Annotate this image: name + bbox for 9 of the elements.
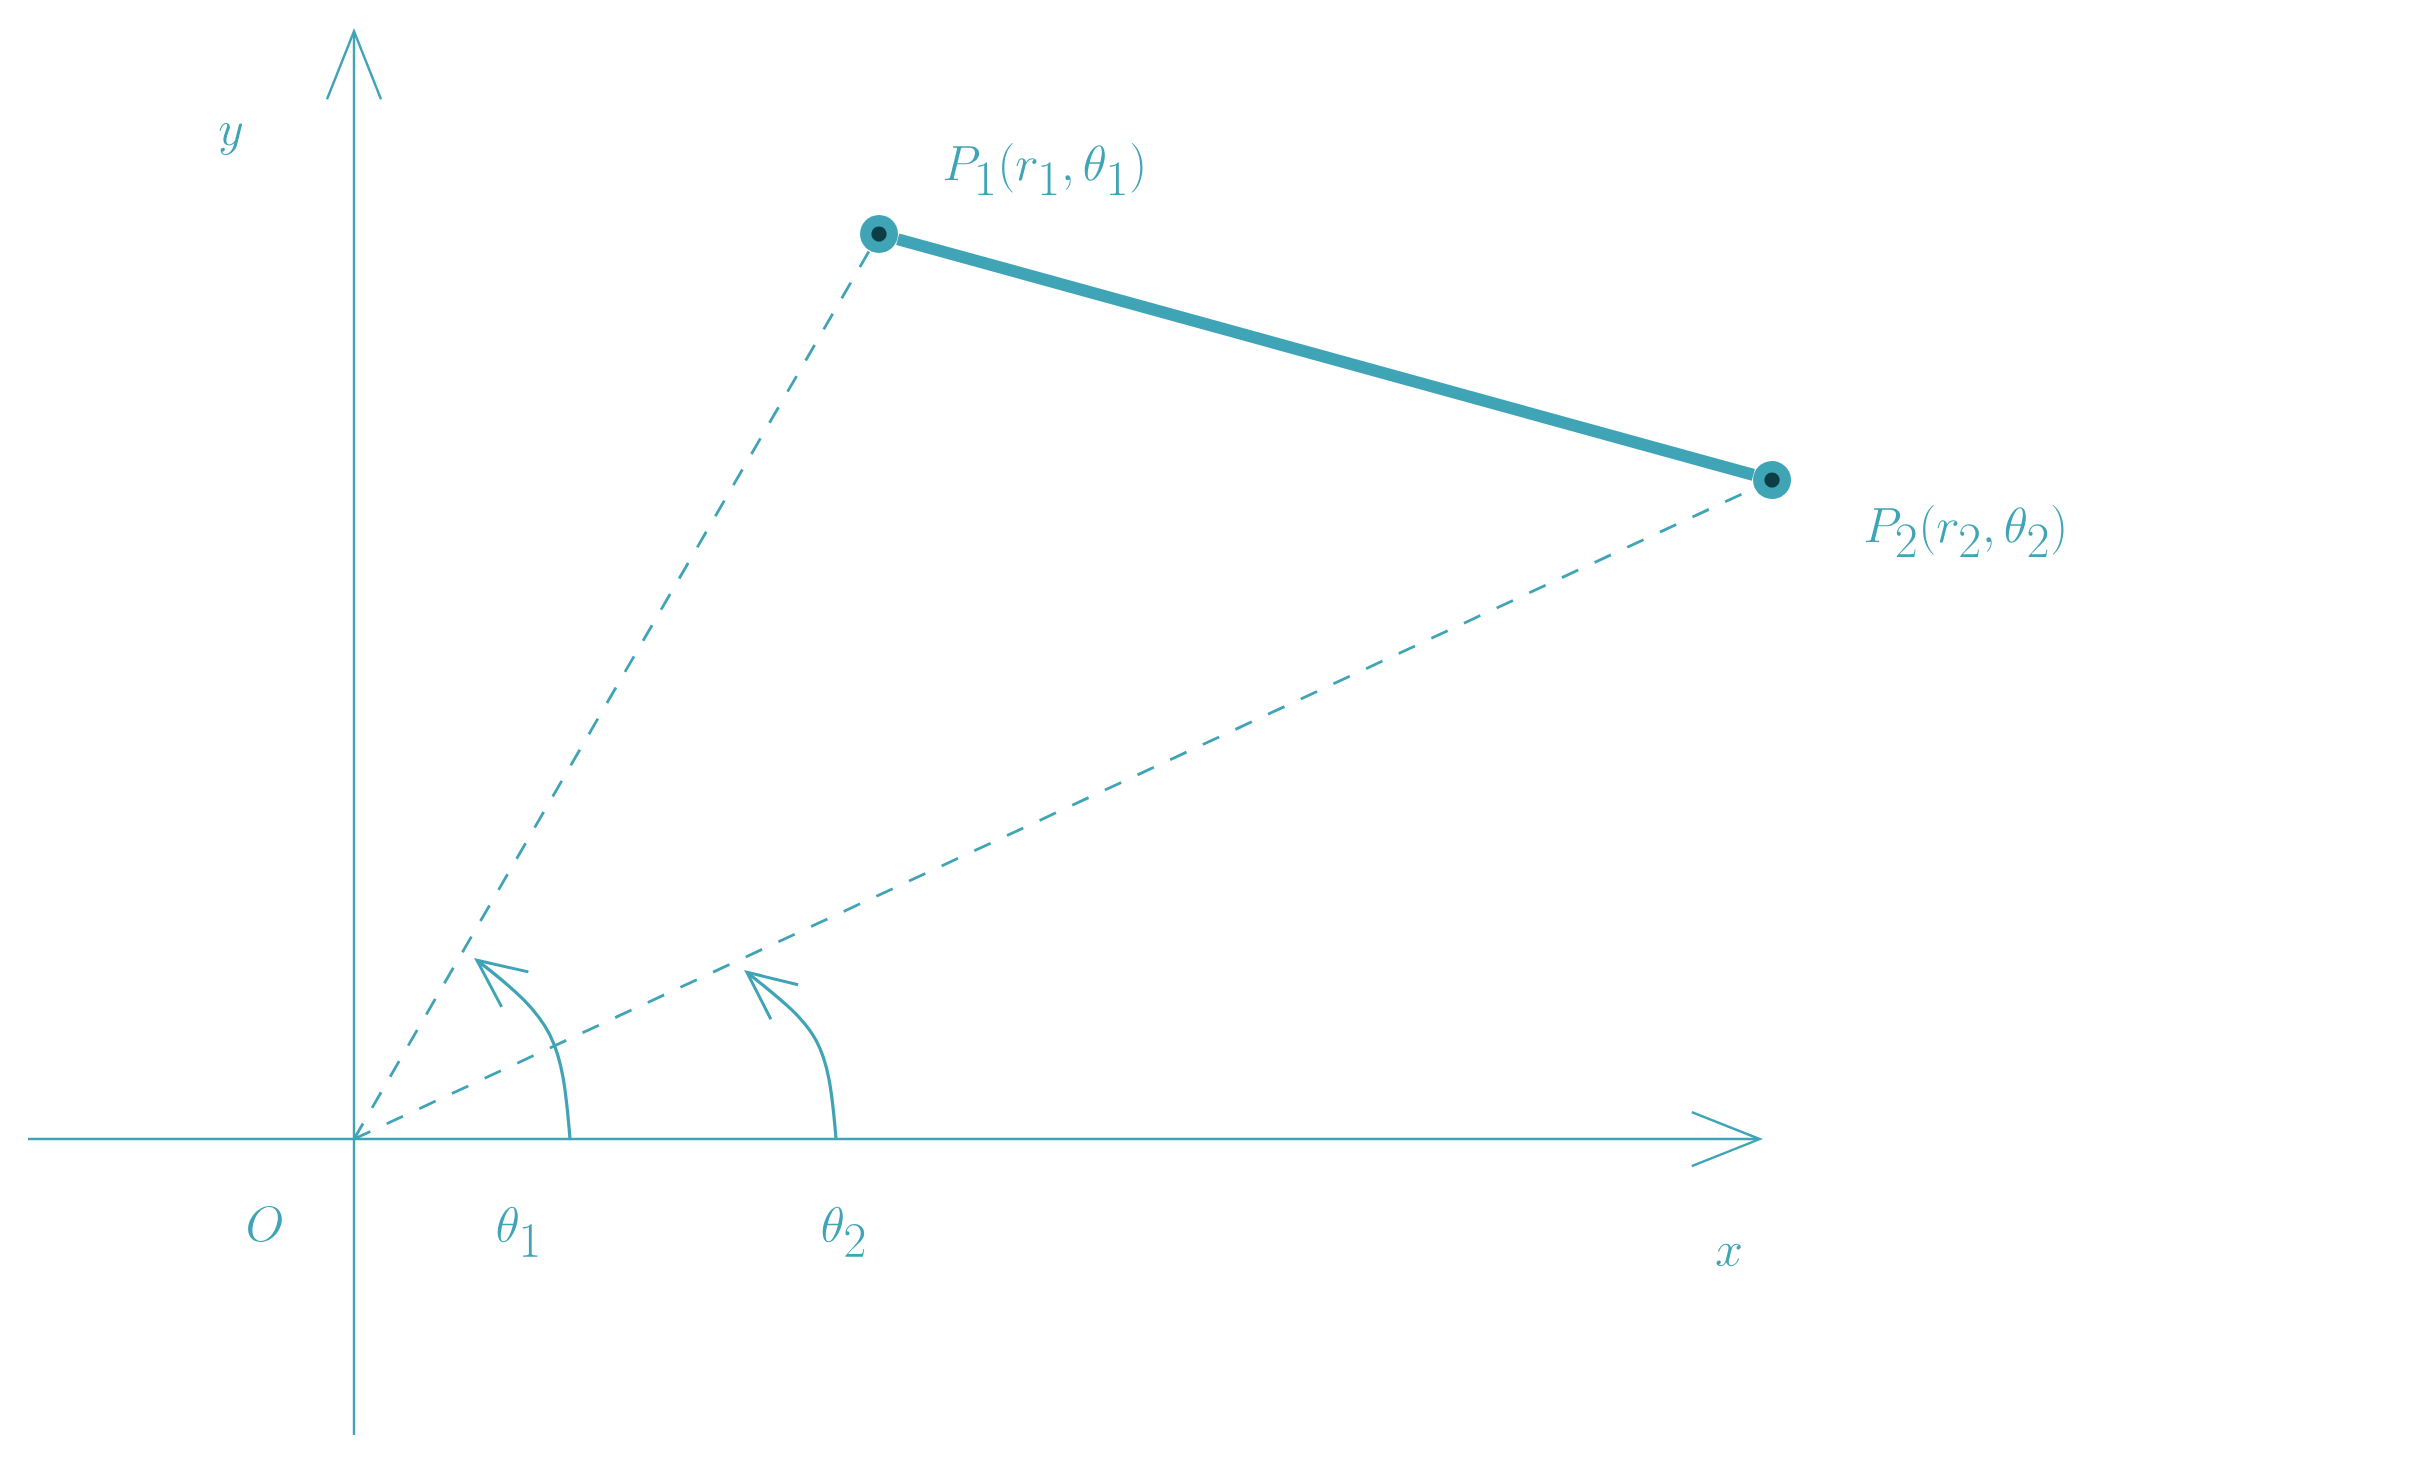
point-label: $P_1(r_1,\theta_1)$ xyxy=(944,142,1143,196)
line-segment xyxy=(896,233,1755,481)
angle-label: $\theta_2$ xyxy=(822,1206,865,1257)
origin-label: $O$ xyxy=(248,1206,282,1243)
dashed-line xyxy=(352,250,871,1140)
axis-label: $x$ xyxy=(1716,1243,1741,1267)
point-label: $P_2(r_2,\theta_2)$ xyxy=(1865,504,2064,558)
axis-label: $y$ xyxy=(219,122,242,156)
angle-label: $\theta_1$ xyxy=(497,1206,538,1257)
